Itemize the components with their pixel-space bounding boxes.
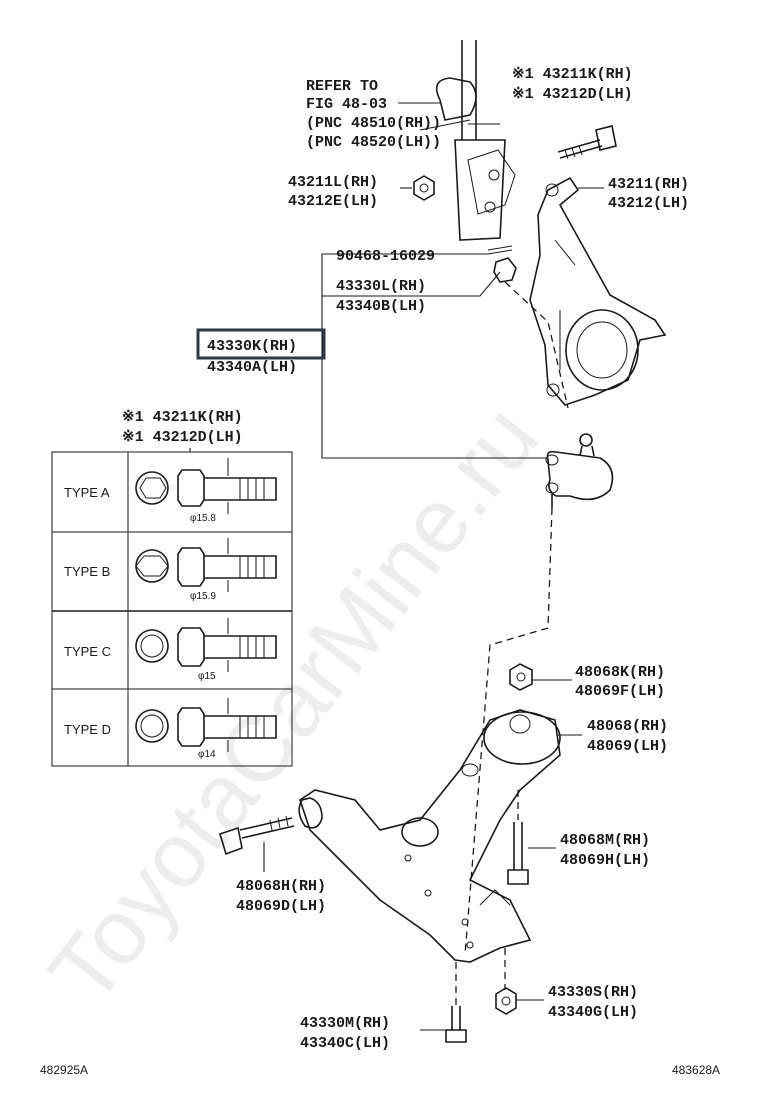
part-43212d-top[interactable]: ※1 43212D(LH) <box>512 86 633 103</box>
lower-control-arm-drawing <box>298 709 561 963</box>
type-b-diameter: φ15.9 <box>190 591 216 602</box>
type-d-label: TYPE D <box>64 722 111 737</box>
refer-line-4: (PNC 48520(LH)) <box>306 134 441 151</box>
nut-48068k-drawing <box>509 663 572 691</box>
type-a-label: TYPE A <box>64 485 110 500</box>
part-43330m[interactable]: 43330M(RH) <box>300 1015 390 1032</box>
part-43212d-box[interactable]: ※1 43212D(LH) <box>122 429 243 446</box>
refer-line-2: FIG 48-03 <box>306 96 387 113</box>
type-c-diameter: φ15 <box>198 671 216 682</box>
bolt-48068h-drawing <box>219 815 295 872</box>
bolt-43211k-drawing <box>557 125 617 160</box>
part-43340c[interactable]: 43340C(LH) <box>300 1035 390 1052</box>
part-43330k[interactable]: 43330K(RH) <box>207 338 297 355</box>
type-c-bolt-drawing <box>135 618 277 672</box>
part-43211k-top[interactable]: ※1 43211K(RH) <box>512 66 633 83</box>
part-43340b[interactable]: 43340B(LH) <box>336 298 426 315</box>
nut-43211l-drawing <box>400 175 435 201</box>
figure-code-right: 483628A <box>672 1063 720 1077</box>
part-43212e[interactable]: 43212E(LH) <box>288 193 378 210</box>
highlight-43330k <box>196 328 326 360</box>
type-b-label: TYPE B <box>64 564 110 579</box>
part-43212[interactable]: 43212(LH) <box>608 195 689 212</box>
part-90468-16029[interactable]: 90468-16029 <box>336 248 435 265</box>
ball-joint-drawing <box>545 433 614 508</box>
part-43340g[interactable]: 43340G(LH) <box>548 1004 638 1021</box>
part-43211k-box[interactable]: ※1 43211K(RH) <box>122 409 243 426</box>
part-48068k[interactable]: 48068K(RH) <box>575 664 665 681</box>
bolt-48068m-drawing <box>507 790 556 885</box>
type-a-bolt-drawing <box>135 458 277 514</box>
refer-line-3: (PNC 48510(RH)) <box>306 115 441 132</box>
type-a-diameter: φ15.8 <box>190 513 216 524</box>
type-d-diameter: φ14 <box>198 749 216 760</box>
type-d-bolt-drawing <box>135 698 277 752</box>
figure-code-left: 482925A <box>40 1063 88 1077</box>
bolt-type-table <box>51 451 293 767</box>
dash-balljoint-to-arm <box>464 507 553 956</box>
type-c-label: TYPE C <box>64 644 111 659</box>
bolt-43330m-drawing <box>420 962 467 1043</box>
nut-43330s-drawing <box>495 948 544 1015</box>
part-43340a[interactable]: 43340A(LH) <box>207 359 297 376</box>
part-48068m[interactable]: 48068M(RH) <box>560 832 650 849</box>
steering-knuckle-drawing <box>529 176 667 406</box>
part-48068[interactable]: 48068(RH) <box>587 718 668 735</box>
leader-43330k <box>321 253 548 459</box>
part-43211[interactable]: 43211(RH) <box>608 176 689 193</box>
part-48068h[interactable]: 48068H(RH) <box>236 878 326 895</box>
part-43211l[interactable]: 43211L(RH) <box>288 174 378 191</box>
part-43330l[interactable]: 43330L(RH) <box>336 278 426 295</box>
cotter-pin-and-nut-drawing <box>487 245 569 409</box>
part-48069f[interactable]: 48069F(LH) <box>575 683 665 700</box>
part-48069d[interactable]: 48069D(LH) <box>236 898 326 915</box>
part-43330s[interactable]: 43330S(RH) <box>548 984 638 1001</box>
type-b-bolt-drawing <box>135 538 277 592</box>
part-48069h[interactable]: 48069H(LH) <box>560 852 650 869</box>
part-48069[interactable]: 48069(LH) <box>587 738 668 755</box>
strut-assembly-drawing <box>419 40 516 241</box>
refer-line-1: REFER TO <box>306 78 378 95</box>
watermark: ToyotaCarMine.ru <box>30 387 557 1022</box>
